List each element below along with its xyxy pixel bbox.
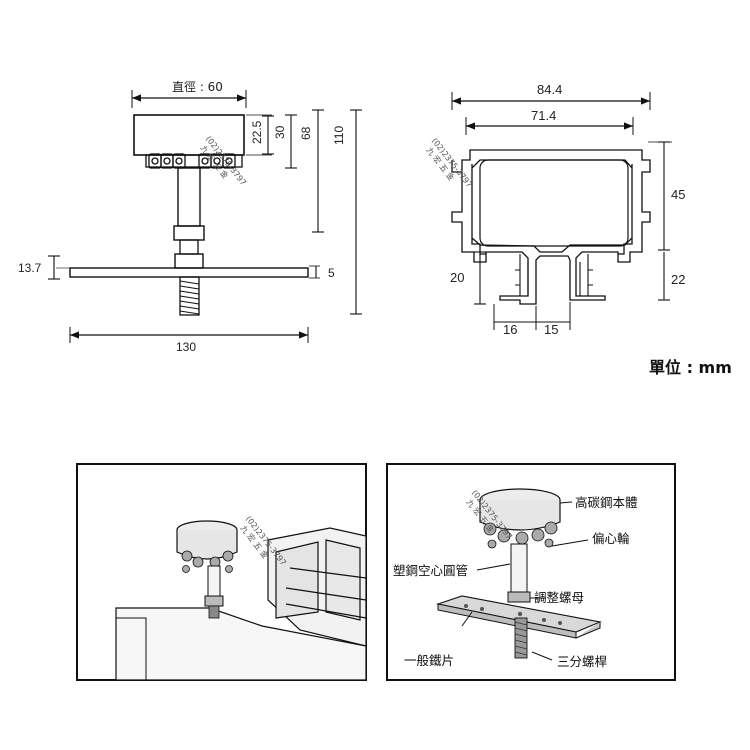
dim-20-label: 20 — [450, 270, 464, 285]
callout-bolt: 三分螺桿 — [557, 654, 607, 669]
dim-16-label: 16 — [503, 322, 517, 337]
adjust-nut — [173, 225, 205, 241]
track-profile — [451, 92, 672, 330]
callout-eccentric-wheel: 偏心輪 — [592, 531, 630, 546]
installed-view-panel — [76, 463, 367, 681]
housing-block — [133, 114, 245, 156]
dim-68-label: 68 — [299, 126, 313, 140]
track-outline — [451, 149, 651, 305]
unit-label: 單位 : mm — [649, 358, 732, 377]
wheels — [148, 153, 236, 169]
base-plate — [69, 267, 309, 278]
side-view — [48, 90, 362, 343]
exploded-view-panel — [386, 463, 676, 681]
dim-30-label: 30 — [273, 125, 287, 139]
dim-13-7-label: 13.7 — [18, 261, 42, 275]
diameter-label: 直徑 : 60 — [172, 80, 223, 94]
dim-71-4-label: 71.4 — [531, 108, 556, 123]
track-inner — [471, 159, 633, 255]
wheel-carriage — [145, 154, 243, 168]
dim-22-label: 22 — [671, 272, 685, 287]
callout-plastic-tube: 塑鋼空心圓管 — [393, 563, 468, 578]
dim-22-5-label: 22.5 — [250, 120, 264, 144]
callout-iron-plate: 一般鐵片 — [404, 653, 454, 668]
watermark-profile: 九 宏 五 金 (02)2375-3797 — [424, 136, 473, 189]
dim-110-label: 110 — [332, 126, 346, 145]
dim-45-label: 45 — [671, 187, 685, 202]
dim-130-label: 130 — [176, 340, 196, 354]
callout-adjust-nut: 調整螺母 — [534, 590, 584, 605]
dim-5-label: 5 — [328, 266, 335, 280]
dim-15-label: 15 — [544, 322, 558, 337]
dim-84-4-label: 84.4 — [537, 82, 562, 97]
callout-body: 高碳鋼本體 — [575, 495, 638, 510]
shaft-tube — [177, 167, 201, 227]
